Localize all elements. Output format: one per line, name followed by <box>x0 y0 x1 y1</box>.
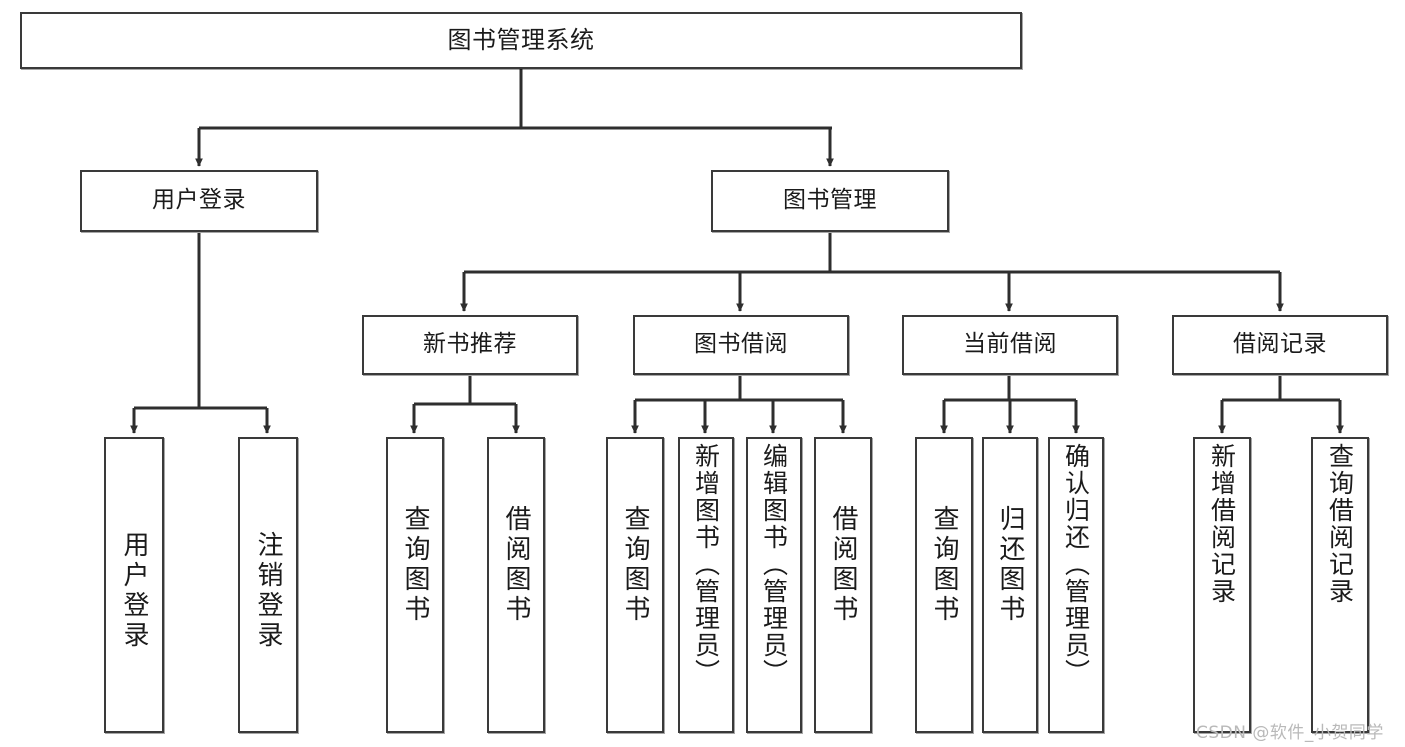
node-label: 查询图书 <box>620 505 650 625</box>
node-label: 图书管理 <box>783 187 877 214</box>
leaf-user-login[interactable]: 用户登录 <box>104 437 164 733</box>
node-label: 借阅图书 <box>828 505 858 625</box>
node-label: 图书借阅 <box>694 331 788 358</box>
leaf-record-add-borrow-record[interactable]: 新增借阅记录 <box>1193 437 1251 733</box>
node-label: 查询借阅记录 <box>1325 443 1355 605</box>
leaf-borrow-borrow-book[interactable]: 借阅图书 <box>814 437 872 733</box>
node-label: 编辑图书（管理员） <box>759 443 789 686</box>
leaf-rec-query-book[interactable]: 查询图书 <box>386 437 444 733</box>
leaf-borrow-edit-book-admin[interactable]: 编辑图书（管理员） <box>746 437 802 733</box>
node-label: 新增图书（管理员） <box>691 443 721 686</box>
leaf-current-query-book[interactable]: 查询图书 <box>915 437 973 733</box>
node-label: 归还图书 <box>995 505 1025 625</box>
leaf-current-return-book[interactable]: 归还图书 <box>982 437 1038 733</box>
node-book-borrowing[interactable]: 图书借阅 <box>633 315 849 375</box>
node-label: 用户登录 <box>119 531 149 651</box>
node-label: 查询图书 <box>400 505 430 625</box>
node-user-login[interactable]: 用户登录 <box>80 170 318 232</box>
leaf-record-query-borrow-record[interactable]: 查询借阅记录 <box>1311 437 1369 733</box>
node-label: 借阅图书 <box>501 505 531 625</box>
leaf-borrow-add-book-admin[interactable]: 新增图书（管理员） <box>678 437 734 733</box>
node-label: 新增借阅记录 <box>1207 443 1237 605</box>
leaf-user-logout[interactable]: 注销登录 <box>238 437 298 733</box>
node-book-management[interactable]: 图书管理 <box>711 170 949 232</box>
csdn-watermark: CSDN @软件_小贺同学 <box>1196 723 1384 743</box>
node-label: 注销登录 <box>253 531 283 651</box>
leaf-borrow-query-book[interactable]: 查询图书 <box>606 437 664 733</box>
node-label: 用户登录 <box>152 187 246 214</box>
node-current-borrowing[interactable]: 当前借阅 <box>902 315 1118 375</box>
node-label: 确认归还（管理员） <box>1061 443 1091 686</box>
node-new-book-recommendation[interactable]: 新书推荐 <box>362 315 578 375</box>
node-root-book-management-system[interactable]: 图书管理系统 <box>20 12 1022 69</box>
leaf-current-confirm-return-admin[interactable]: 确认归还（管理员） <box>1048 437 1104 733</box>
node-label: 图书管理系统 <box>447 26 595 55</box>
node-borrow-records[interactable]: 借阅记录 <box>1172 315 1388 375</box>
node-label: 查询图书 <box>929 505 959 625</box>
leaf-rec-borrow-book[interactable]: 借阅图书 <box>487 437 545 733</box>
node-label: 借阅记录 <box>1233 331 1327 358</box>
node-label: 当前借阅 <box>963 331 1057 358</box>
node-label: 新书推荐 <box>423 331 517 358</box>
